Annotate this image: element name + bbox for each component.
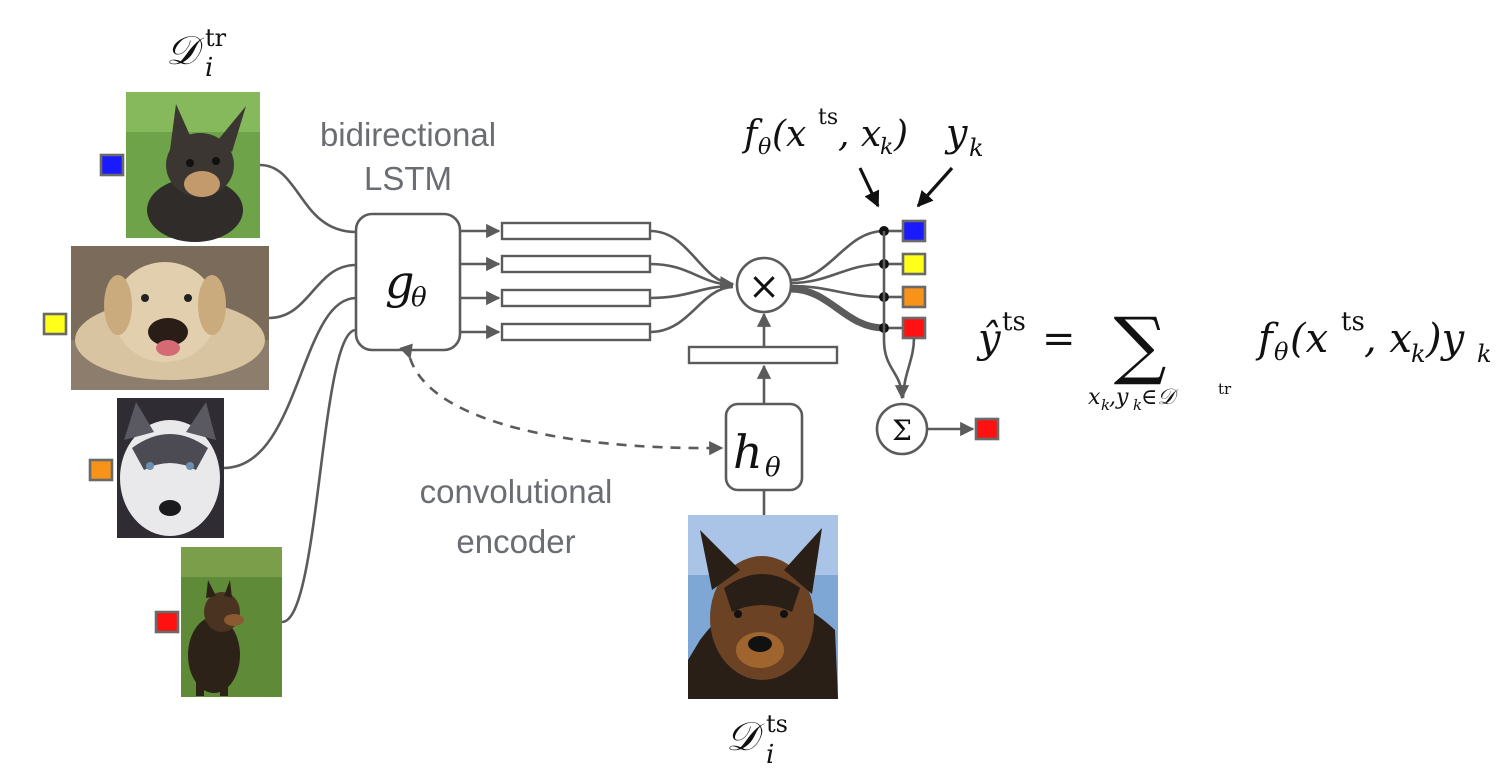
svg-text:k: k — [1133, 396, 1142, 414]
svg-text:=: = — [1042, 316, 1076, 362]
svg-text:θ: θ — [758, 135, 771, 160]
svg-text:y: y — [944, 111, 968, 155]
class-swatch-blue — [99, 153, 125, 177]
svg-text:tr: tr — [205, 24, 227, 52]
predicted-label-swatch — [974, 417, 1000, 441]
attention-output-wires — [790, 229, 885, 332]
encoder-label: convolutional encoder — [420, 473, 613, 560]
svg-text:LSTM: LSTM — [364, 160, 452, 197]
g-theta-box: g θ — [354, 212, 462, 352]
svg-text:∑: ∑ — [1114, 302, 1167, 388]
svg-text:𝒟: 𝒟 — [726, 714, 765, 760]
svg-text:, x: , x — [838, 114, 881, 155]
svg-text:θ: θ — [765, 453, 781, 483]
german-shepherd-photo — [181, 547, 282, 697]
svg-text:encoder: encoder — [456, 523, 575, 560]
shared-weights-dashed-arrow — [399, 343, 724, 456]
h-theta-box: h θ — [724, 402, 804, 492]
svg-text:)y: )y — [1425, 316, 1466, 362]
svg-text:∈𝒟: ∈𝒟 — [1141, 385, 1179, 410]
svg-text:ts: ts — [1002, 307, 1026, 337]
svg-text:k: k — [1101, 396, 1110, 414]
sum-node: Σ — [875, 402, 929, 456]
svg-text:, x: , x — [1364, 316, 1412, 362]
chihuahua-photo — [126, 92, 260, 242]
svg-text:tr: tr — [1218, 380, 1232, 398]
svg-text:k: k — [1477, 340, 1492, 368]
svg-text:g: g — [385, 255, 414, 309]
svg-text:k: k — [880, 135, 893, 160]
svg-text:i: i — [205, 53, 213, 83]
query-embedding — [687, 345, 839, 365]
svg-text:Σ: Σ — [892, 414, 912, 447]
svg-text:i: i — [766, 740, 774, 770]
similarity-label: f θ (x ts , x k ) — [741, 105, 908, 160]
class-swatch-yellow — [42, 312, 68, 336]
class-swatch-red — [154, 610, 180, 634]
embedding-bar — [500, 288, 652, 308]
support-embeddings — [500, 221, 652, 342]
svg-text:x: x — [1088, 385, 1101, 410]
svg-text:𝒟: 𝒟 — [166, 28, 205, 74]
husky-photo — [117, 398, 224, 538]
svg-text:ts: ts — [818, 105, 838, 130]
svg-text:(x: (x — [772, 114, 806, 155]
multiply-node: × — [735, 256, 793, 314]
label-yk: y k — [944, 111, 984, 162]
svg-text:bidirectional: bidirectional — [320, 116, 496, 153]
svg-text:θ: θ — [1274, 338, 1289, 366]
svg-text:k: k — [969, 134, 984, 162]
train-set-label: 𝒟 i tr — [166, 24, 227, 83]
svg-text:,y: ,y — [1109, 385, 1129, 410]
svg-text:ts: ts — [1341, 307, 1365, 337]
embedding-bar — [500, 254, 652, 274]
prediction-equation: ŷ ts = ∑ x k ,y k ∈𝒟 tr f θ (x ts , x k … — [976, 302, 1492, 414]
label-pointer-arrow — [916, 166, 954, 208]
label-swatches — [889, 219, 927, 340]
svg-text:ts: ts — [766, 710, 788, 738]
svg-text:(x: (x — [1290, 316, 1328, 362]
svg-text:θ: θ — [411, 283, 427, 313]
lstm-output-arrows — [460, 223, 501, 340]
similarity-pointer-arrow — [858, 167, 880, 208]
image-to-lstm-wires — [223, 163, 357, 624]
test-set-label: 𝒟 i ts — [726, 710, 788, 770]
class-swatch-orange — [88, 458, 114, 482]
svg-text:×: × — [748, 264, 780, 308]
embedding-bar — [500, 221, 652, 241]
lstm-label: bidirectional LSTM — [320, 116, 496, 197]
svg-text:): ) — [893, 114, 908, 155]
svg-text:h: h — [733, 425, 763, 479]
embedding-bar — [500, 322, 652, 342]
labrador-photo — [71, 246, 269, 390]
query-german-shepherd-photo — [688, 515, 838, 699]
svg-text:convolutional: convolutional — [420, 473, 613, 510]
sum-input-wires — [882, 231, 916, 400]
svg-text:ŷ: ŷ — [976, 316, 1002, 362]
embedding-to-multiply-wires — [649, 229, 735, 334]
svg-text:k: k — [1411, 340, 1426, 368]
